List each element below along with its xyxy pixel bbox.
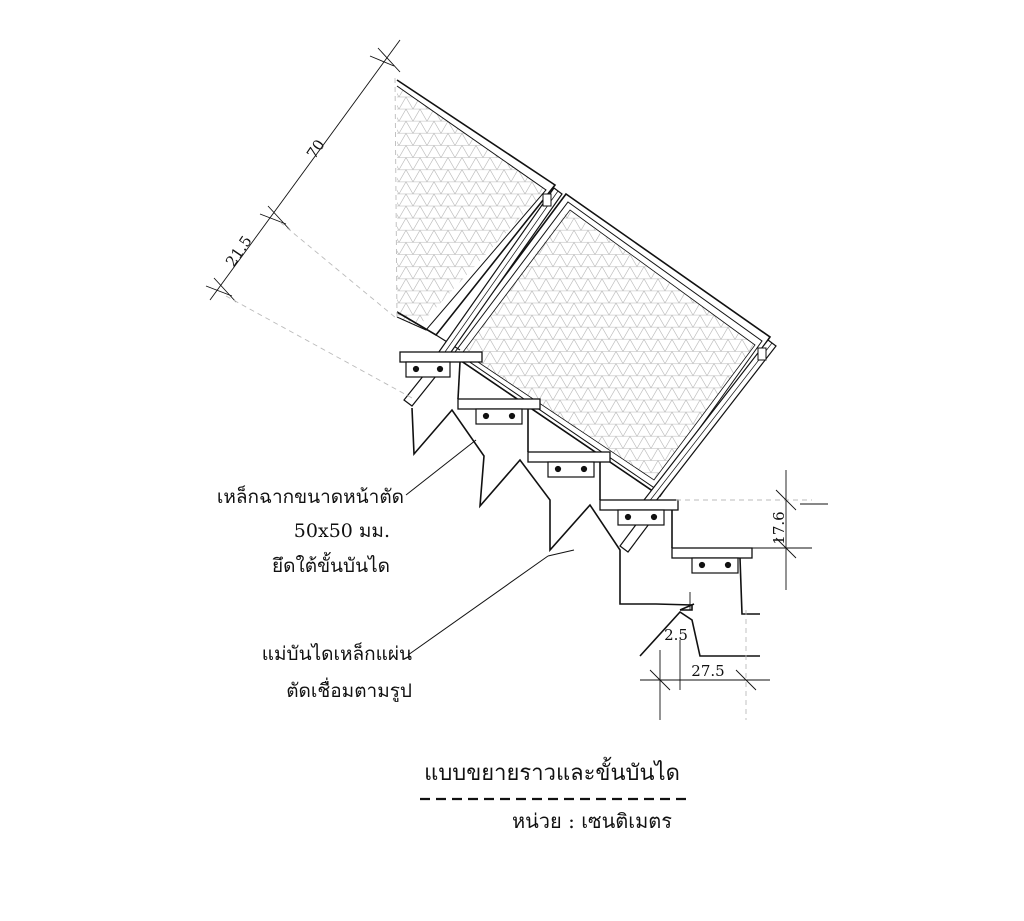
- unit-note: หน่วย : เซนติเมตร: [512, 809, 672, 833]
- dimension-70: 70: [303, 136, 329, 162]
- dimension-17-6: 17.6: [770, 511, 788, 544]
- tread-5: [671, 547, 753, 559]
- dimension-lines: [205, 39, 828, 720]
- dimension-21-5: 21.5: [222, 232, 256, 270]
- angle-steel-label-line1: เหล็กฉากขนาดหน้าตัด: [217, 484, 404, 508]
- dimension-2-5: 2.5: [664, 626, 688, 644]
- tread-4: [599, 499, 679, 511]
- dimension-27-5: 27.5: [691, 662, 724, 680]
- drawing-title: แบบขยายราวและขั้นบันได: [424, 757, 680, 786]
- stringer-label-line1: แม่บันไดเหล็กแผ่น: [262, 641, 412, 665]
- angle-steel-label-line2: 50x50 มม.: [294, 520, 390, 542]
- angle-steel-label-line3: ยึดใต้ขั้นบันได: [272, 552, 390, 577]
- stair-treads: [399, 351, 753, 559]
- stringer-label-line2: ตัดเชื่อมตามรูป: [286, 677, 412, 702]
- tread-1: [399, 351, 483, 363]
- steel-plate-stringer: [411, 361, 760, 657]
- leader-lines: [405, 439, 575, 656]
- tread-2: [457, 398, 541, 410]
- angle-brackets: [405, 361, 739, 574]
- tread-3: [527, 451, 611, 463]
